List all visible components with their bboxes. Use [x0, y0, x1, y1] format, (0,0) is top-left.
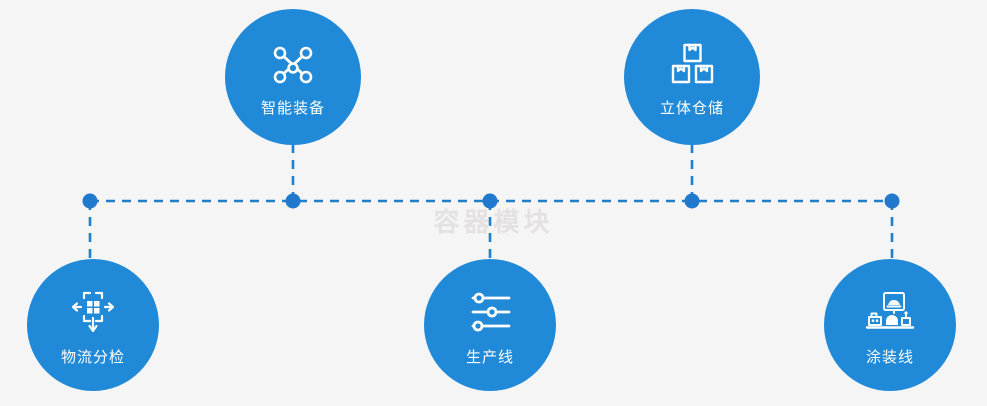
sorting-arrows-icon: [65, 286, 121, 338]
node-intelligent-equipment[interactable]: 智能装备: [225, 9, 361, 145]
paint-booth-icon: [862, 286, 918, 338]
node-label-stereo-warehouse: 立体仓储: [659, 99, 724, 117]
node-label-logistics-sorting: 物流分检: [60, 348, 125, 366]
node-production-line[interactable]: 生产线: [424, 259, 556, 391]
node-label-painting-line: 涂装线: [865, 348, 914, 366]
sliders-icon: [462, 286, 518, 338]
network-nodes-icon: [265, 39, 321, 91]
node-stereo-warehouse[interactable]: 立体仓储: [624, 9, 760, 145]
node-painting-line[interactable]: 涂装线: [824, 259, 956, 391]
node-label-intelligent-equipment: 智能装备: [260, 99, 325, 117]
node-label-production-line: 生产线: [465, 348, 514, 366]
stacked-boxes-icon: [664, 39, 720, 91]
node-logistics-sorting[interactable]: 物流分检: [27, 259, 159, 391]
watermark-text: 容器模块: [433, 207, 554, 237]
